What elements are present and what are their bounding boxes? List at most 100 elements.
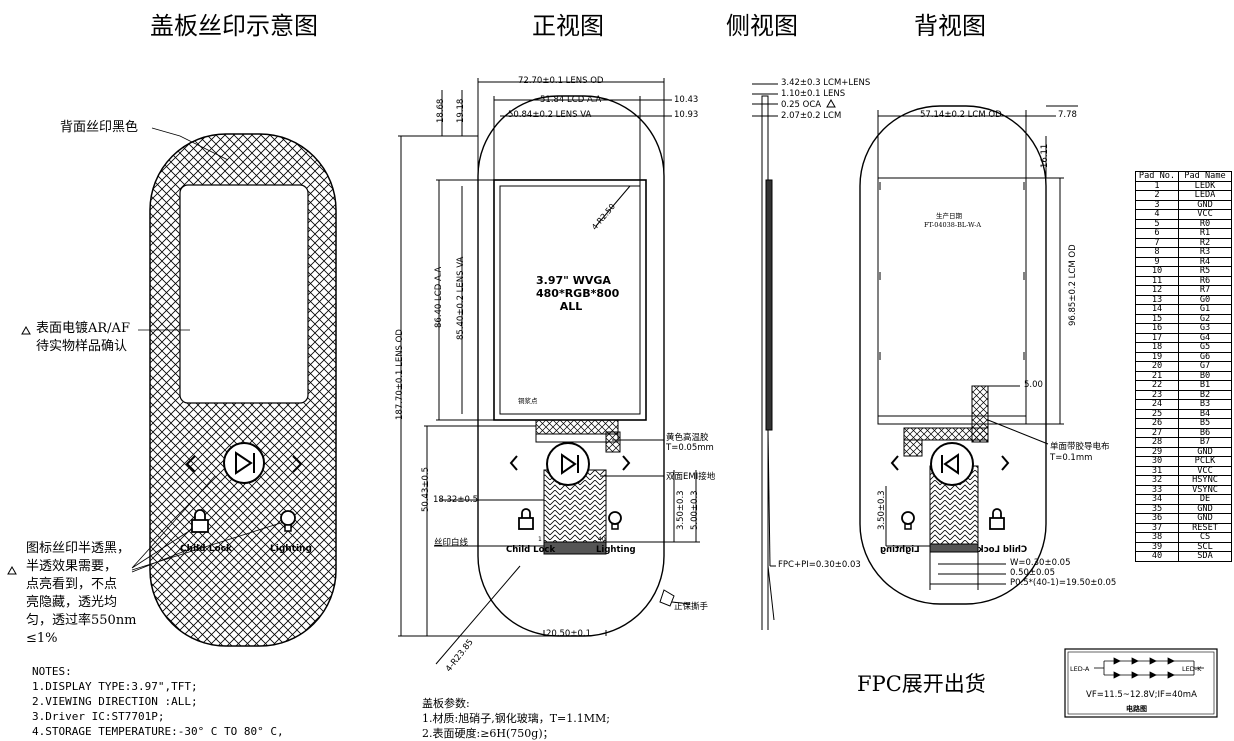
front-lens-outline [477,95,665,637]
notes-heading: NOTES: [32,665,72,678]
side-dim-lens: 1.10±0.1 LENS [781,89,846,99]
prev-chevron-icon [890,455,899,471]
side-dim-lcm: 2.07±0.2 LCM [781,111,842,121]
pin-number: 40 [1135,551,1179,562]
front-dim-1868: 18.68 [436,98,446,123]
pin-name: G3 [1178,323,1232,334]
side-dim-lcm-lens: 3.42±0.3 LCM+LENS [781,78,871,88]
warning-triangle-icon [7,565,17,575]
pin-number: 16 [1135,323,1179,334]
pin-name: HSYNC [1178,475,1232,486]
pin-number: 6 [1135,228,1179,239]
pin-name: R1 [1178,228,1232,239]
front-dim-1093: 10.93 [674,110,699,120]
cover-print-drawing: Child Lock Lighting [7,127,337,647]
back-model-number: FT-04038-BL-W-A [924,221,982,229]
pin-name: SDA [1178,551,1232,562]
front-dim-350: 3.50±0.3 [676,490,686,530]
cover-back-print-note: 背面丝印黑色 [60,120,139,135]
front-pin1-label: 1 [538,536,542,543]
next-chevron-icon [292,455,303,473]
pin-number: 20 [1135,361,1179,372]
pin-name: B3 [1178,399,1232,410]
panel-spec-line: 3.97" WVGA [536,274,611,287]
title-cover-print: 盖板丝印示意图 [150,12,318,40]
pin-number: 8 [1135,247,1179,258]
front-emi-note: 双面EMI接地 [666,472,716,482]
front-lcd-aa-height: 86.40 LCD A.A [434,266,444,328]
pin-number: 18 [1135,342,1179,353]
pin-name: G1 [1178,304,1232,315]
pin-number: 32 [1135,475,1179,486]
led-spec-text: VF=11.5~12.8V;IF=40mA [1086,690,1197,700]
cover-surface-note-1: 表面电镀AR/AF [36,321,130,336]
front-lcd-aa-width: 51.84 LCD A.A [540,95,602,105]
play-pause-icon [546,442,590,486]
cover-child-lock-label: Child Lock [180,544,233,554]
pin-number: 26 [1135,418,1179,429]
pin-name: GND [1178,513,1232,524]
notes-block: NOTES: 1.DISPLAY TYPE:3.97",TFT; 2.VIEWI… [32,664,284,739]
title-front-view: 正视图 [532,12,604,40]
warning-triangle-icon [826,98,836,108]
bulb-icon [608,511,622,530]
back-pad-gap: 0.50±0.05 [1010,568,1055,578]
pin-number: 12 [1135,285,1179,296]
front-dim-500: 5.00±0.3 [690,490,700,530]
pin-number: 14 [1135,304,1179,315]
front-child-lock-label: Child Lock [506,545,556,555]
cover-lighting-label: Lighting [270,544,312,554]
pin-number: 10 [1135,266,1179,277]
front-dim-1832: 18.32±0.5 [433,495,478,505]
cover-param-line: 2.表面硬度:≥6H(750g)； [422,727,554,740]
icon-note-line: 匀，透过率550nm [26,613,137,628]
pin-header-no: Pad No. [1135,171,1179,182]
icon-note-line: 点亮看到，不点 [26,577,118,592]
pin-header-name: Pad Name [1178,171,1232,182]
pin-name: R5 [1178,266,1232,277]
cover-window [179,184,309,404]
note-line: 4.STORAGE TEMPERATURE:-30° C TO 80° C, [32,725,284,738]
back-pad-pitch: P0.5*(40-1)=19.50±0.05 [1010,578,1117,588]
prev-chevron-icon [509,455,518,471]
back-tape-line: 单面带胶导电布 [1050,442,1110,452]
pin-number: 30 [1135,456,1179,467]
panel-spec-line: 480*RGB*800 [536,287,620,300]
front-copper-dot: 铜浆点 [518,397,538,405]
front-dim-2050: 20.50±0.1 [546,629,591,639]
pin-number: 2 [1135,190,1179,201]
pin-name: G7 [1178,361,1232,372]
pin-number: 24 [1135,399,1179,410]
front-lens-od-height: 187.70±0.1 LENS OD [395,329,405,420]
front-protect-tab-note: 正保撕手 [674,602,709,612]
pin-number: 4 [1135,209,1179,220]
back-dim-350: 3.50±0.3 [877,490,887,530]
back-lighting-label: Lighting [880,545,920,555]
padlock-icon [518,508,534,530]
pin-number: 38 [1135,532,1179,543]
led-cathode-label: LED-K [1182,665,1202,673]
